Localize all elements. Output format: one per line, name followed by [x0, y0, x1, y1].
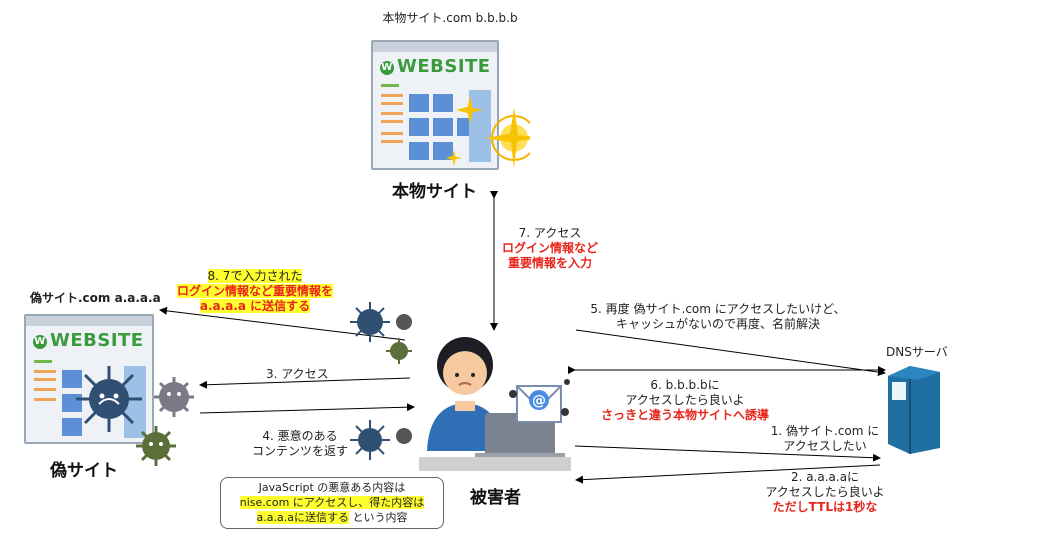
- victim-title: 被害者: [470, 488, 521, 508]
- real-site-address: 本物サイト.com b.b.b.b: [382, 11, 518, 25]
- step-2-label: 2. a.a.a.aに アクセスしたら良いよ ただしTTLは1秒な: [765, 470, 885, 514]
- javascript-note-callout: JavaScript の悪意ある内容は nise.com にアクセスし、得た内容…: [220, 477, 444, 529]
- step-3-label: 3. アクセス: [266, 367, 329, 381]
- dns-server-icon: [888, 366, 940, 454]
- arrow-step-3: [199, 377, 411, 389]
- real-site-title: 本物サイト: [392, 182, 477, 202]
- virus-icon-large: [76, 366, 142, 432]
- svg-text:@: @: [532, 393, 546, 409]
- sparkle-icon: [446, 96, 530, 168]
- virus-icon-step4: [350, 420, 412, 460]
- arrow-step-2: [575, 464, 881, 484]
- virus-icon-gray: [154, 377, 194, 417]
- step-5-label: 5. 再度 偽サイト.com にアクセスしたいけど、 キャッシュがないので再度、…: [590, 302, 846, 331]
- virus-icon-step8: [350, 302, 412, 342]
- arrow-step-4: [199, 403, 415, 414]
- arrow-step-1: [574, 445, 881, 462]
- victim-person-icon: [419, 337, 571, 471]
- step-8-label: 8. 7で入力された ログイン情報など重要情報を a.a.a.a に送信する: [176, 269, 333, 313]
- email-icon: @: [509, 379, 570, 423]
- step-1-label: 1. 偽サイト.com に アクセスしたい: [770, 424, 880, 453]
- step-4-label: 4. 悪意のある コンテンツを返す: [251, 429, 348, 458]
- step-6-label: 6. b.b.b.bに アクセスしたら良いよ さっきと違う本物サイトへ誘導: [600, 378, 769, 422]
- step-7-label: 7. アクセス ログイン情報など 重要情報を入力: [501, 226, 598, 270]
- arrow-step-5: [575, 329, 886, 376]
- fake-site-address: 偽サイト.com a.a.a.a: [30, 291, 161, 305]
- fake-site-title: 偽サイト: [50, 461, 118, 481]
- dns-title: DNSサーバ: [886, 345, 948, 359]
- arrow-step-8: [159, 306, 406, 341]
- virus-icon-step8-green: [386, 338, 412, 364]
- virus-icon-green: [136, 426, 176, 466]
